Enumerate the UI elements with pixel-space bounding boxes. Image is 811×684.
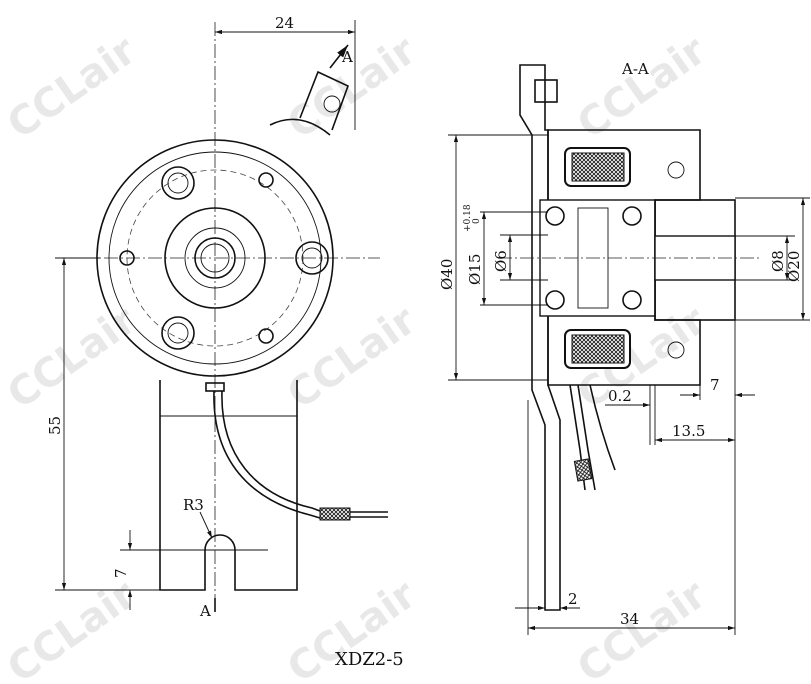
dim-24: 24 [275, 14, 294, 32]
svg-text:CCLair: CCLair [0, 27, 144, 148]
svg-text:CCLair: CCLair [279, 297, 424, 418]
dim-d20: Ø20 [785, 251, 803, 282]
section-view: A-A Ø40 Ø15 +0.18 0 Ø6 [438, 60, 810, 635]
tol-lower: 0 [472, 218, 482, 224]
tol-upper: +0.18 [463, 204, 473, 232]
dim-d8: Ø8 [769, 250, 787, 272]
dim-7: 7 [710, 376, 720, 394]
svg-text:CCLair: CCLair [279, 27, 424, 148]
drawing-title: XDZ2-5 [335, 649, 404, 670]
svg-text:CCLair: CCLair [0, 297, 144, 418]
front-view: 24 A 55 7 R3 A [46, 14, 388, 620]
dim-7-slot: 7 [112, 568, 130, 578]
dim-gap: 0.2 [608, 387, 632, 405]
dim-d40: Ø40 [438, 259, 456, 290]
svg-text:CCLair: CCLair [0, 571, 144, 684]
section-label: A-A [621, 60, 649, 78]
dim-plate-2: 2 [568, 590, 578, 608]
dim-55: 55 [46, 416, 64, 435]
section-mark-bottom: A [199, 602, 211, 620]
dim-13-5: 13.5 [672, 422, 705, 440]
radius-r3: R3 [183, 496, 204, 514]
dim-d6: Ø6 [492, 250, 510, 272]
dim-d15: Ø15 [466, 254, 484, 285]
dim-34: 34 [620, 610, 639, 628]
